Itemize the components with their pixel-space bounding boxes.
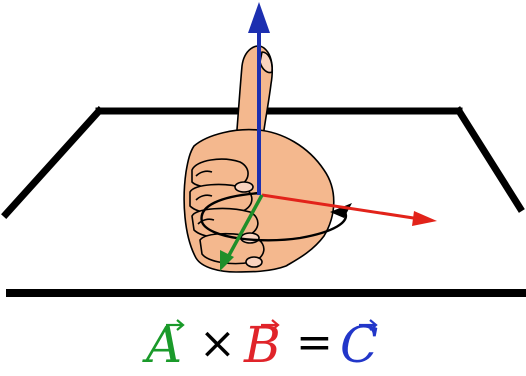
nail-1 [234, 181, 254, 193]
vector-b-shaft [261, 193, 421, 221]
vector-arrow-accent-icon [359, 319, 378, 331]
hand-icon [183, 45, 335, 273]
vector-a-shaft [225, 194, 264, 260]
plane-edge-left [1, 106, 104, 219]
thumbnail [259, 51, 273, 74]
plane [1, 106, 526, 297]
vector-a-arrow [220, 194, 264, 271]
equation-times: × [199, 318, 236, 369]
vector-arrow-accent-icon [166, 319, 185, 331]
cross-product-equation: A × B = C [142, 316, 378, 374]
vector-a-head [220, 250, 234, 271]
plane-edge-right [454, 106, 525, 213]
equation-equals: = [296, 317, 333, 368]
nail-3 [245, 256, 263, 268]
vector-b-arrow [261, 193, 437, 226]
crease [197, 218, 215, 225]
vector-b-head [412, 211, 437, 226]
vector-arrow-accent-icon [261, 319, 280, 331]
thumb [235, 45, 274, 151]
crease [195, 170, 213, 177]
vector-c-arrow [248, 2, 270, 195]
vector-c-head [248, 2, 270, 33]
crease [195, 194, 213, 201]
